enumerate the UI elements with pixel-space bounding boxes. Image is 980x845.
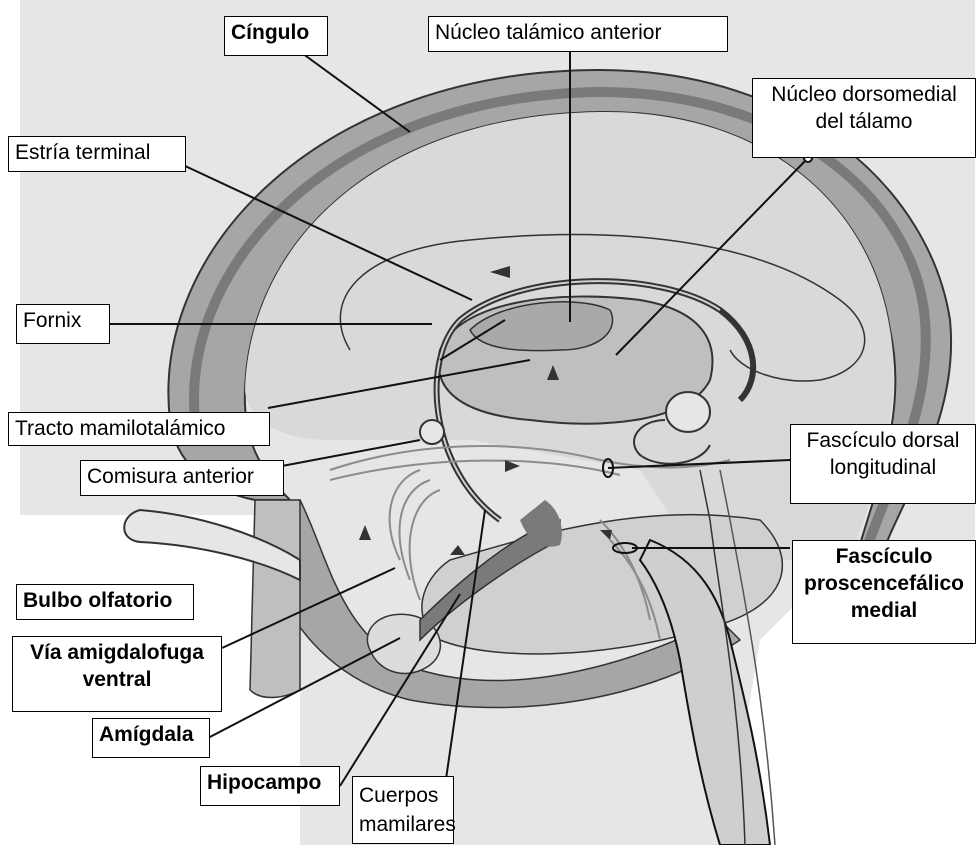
label-via-amigdalofuga-line1: Vía amigdalofuga	[19, 639, 215, 666]
label-cuerpos-mamilares: Cuerpos mamilares	[352, 776, 454, 844]
label-cuerpos-mamilares-line2: mamilares	[359, 810, 447, 839]
label-cuerpos-mamilares-line1: Cuerpos	[359, 781, 447, 810]
anterior-commissure	[420, 420, 444, 444]
label-comisura-anterior: Comisura anterior	[80, 460, 284, 496]
label-fasciculo-dorsal-line2: longitudinal	[797, 454, 969, 481]
label-nucleo-dorsomedial: Núcleo dorsomedial del tálamo	[752, 78, 976, 158]
label-via-amigdalofuga: Vía amigdalofuga ventral	[12, 636, 222, 712]
label-fasciculo-proscencefalico-line2: proscencefálico	[799, 570, 969, 597]
label-nucleo-talamico-anterior: Núcleo talámico anterior	[428, 16, 728, 52]
label-fasciculo-dorsal: Fascículo dorsal longitudinal	[790, 424, 976, 504]
label-bulbo-olfatorio: Bulbo olfatorio	[16, 584, 194, 620]
label-hipocampo: Hipocampo	[200, 766, 340, 806]
label-fasciculo-dorsal-line1: Fascículo dorsal	[797, 427, 969, 454]
label-nucleo-dorsomedial-line2: del tálamo	[759, 108, 969, 135]
label-fornix: Fornix	[16, 304, 110, 344]
label-amigdala: Amígdala	[92, 718, 210, 758]
label-tracto-mamilotalamico: Tracto mamilotalámico	[8, 412, 270, 446]
label-fasciculo-proscencefalico-line3: medial	[799, 597, 969, 624]
label-nucleo-dorsomedial-line1: Núcleo dorsomedial	[759, 81, 969, 108]
label-estria-terminal: Estría terminal	[8, 136, 186, 172]
label-via-amigdalofuga-line2: ventral	[19, 666, 215, 693]
label-fasciculo-proscencefalico-line1: Fascículo	[799, 543, 969, 570]
ventricle-ring	[666, 392, 710, 432]
label-fasciculo-proscencefalico: Fascículo proscencefálico medial	[792, 540, 976, 644]
label-cingulo: Cíngulo	[224, 16, 328, 56]
